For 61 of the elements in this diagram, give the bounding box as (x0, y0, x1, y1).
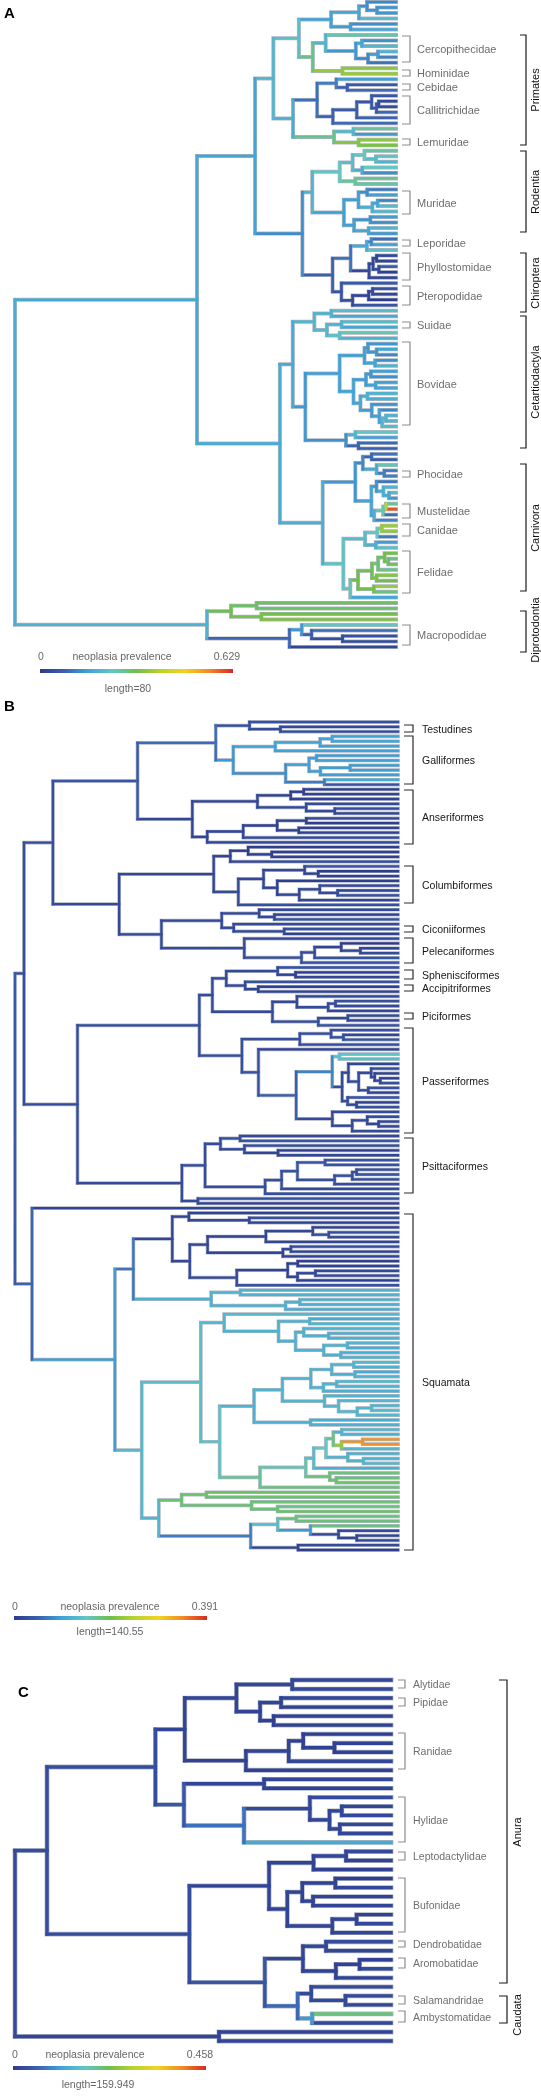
family-label: Phocidae (417, 468, 463, 480)
panel-letter: A (4, 5, 15, 20)
family-label: Lemuridae (417, 136, 469, 148)
family-label: Galliformes (422, 754, 476, 766)
scale-max-label: 0.629 (213, 650, 241, 662)
family-label: Hylidae (413, 1813, 449, 1826)
family-label: Muridae (417, 196, 457, 209)
scale-max-label: 0.391 (191, 1600, 219, 1612)
family-label: Felidae (417, 566, 454, 578)
order-label: Diprotodontia (529, 597, 541, 663)
family-label: Macropodidae (417, 629, 487, 641)
scale-title: neoplasia prevalence (72, 650, 172, 662)
branch-length-label: length=140.55 (76, 1625, 144, 1637)
family-label: Dendrobatidae (413, 1938, 482, 1950)
family-label: Anseriformes (422, 811, 484, 823)
branch-length-label: length=159.949 (61, 2078, 135, 2090)
scale-max-label: 0.458 (186, 2048, 214, 2060)
family-label: Cercopithecidae (417, 43, 497, 55)
family-label: Passeriformes (422, 1074, 490, 1087)
family-label: Canidae (417, 524, 458, 536)
family-label: Aromobatidae (413, 1957, 479, 1969)
scale-min-label: 0 (12, 1600, 18, 1612)
family-label: Suidae (417, 319, 452, 331)
family-label: Sphenisciformes (422, 968, 500, 981)
scale-min-label: 0 (38, 650, 44, 662)
family-label: Leptodactylidae (413, 1850, 487, 1862)
family-label: Alytidae (413, 1678, 451, 1690)
order-label: Chiroptera (529, 256, 541, 309)
family-label: Hominidae (417, 67, 470, 79)
family-label: Piciformes (422, 1010, 471, 1022)
family-label: Callitrichidae (417, 104, 480, 116)
order-label: Primates (529, 68, 541, 112)
family-label: Phyllostomidae (417, 260, 492, 273)
panel-letter: B (4, 698, 15, 713)
family-label: Bovidae (417, 377, 457, 390)
scale-min-label: 0 (12, 2048, 18, 2060)
order-label: Anura (511, 1816, 523, 1847)
order-label: Carnivora (529, 503, 541, 552)
panel-letter: C (18, 1684, 29, 1699)
family-label: Mustelidae (417, 505, 471, 517)
family-label: Columbiformes (422, 878, 493, 891)
family-label: Psittaciformes (422, 1159, 488, 1172)
family-label: Leporidae (417, 237, 466, 249)
family-label: Pipidae (413, 1696, 449, 1708)
order-label: Rodentia (529, 169, 541, 214)
family-label: Ambystomatidae (413, 2010, 492, 2023)
scale-title: neoplasia prevalence (60, 1600, 160, 1612)
branch-length-label: length=80 (104, 682, 152, 694)
family-label: Accipitriformes (422, 982, 491, 994)
family-label: Pelecaniformes (422, 944, 495, 957)
scale-title: neoplasia prevalence (45, 2048, 145, 2060)
family-label: Bufonidae (413, 1899, 461, 1911)
order-label: Cetartiodactyla (529, 345, 541, 419)
family-label: Squamata (422, 1376, 470, 1388)
family-label: Ranidae (413, 1745, 453, 1757)
family-label: Testudines (422, 722, 473, 735)
family-label: Salamandridae (413, 1994, 484, 2006)
order-label: Caudata (511, 1994, 523, 2036)
family-label: Pteropodidae (417, 289, 483, 302)
family-label: Cebidae (417, 81, 458, 93)
family-label: Ciconiiformes (422, 923, 486, 935)
